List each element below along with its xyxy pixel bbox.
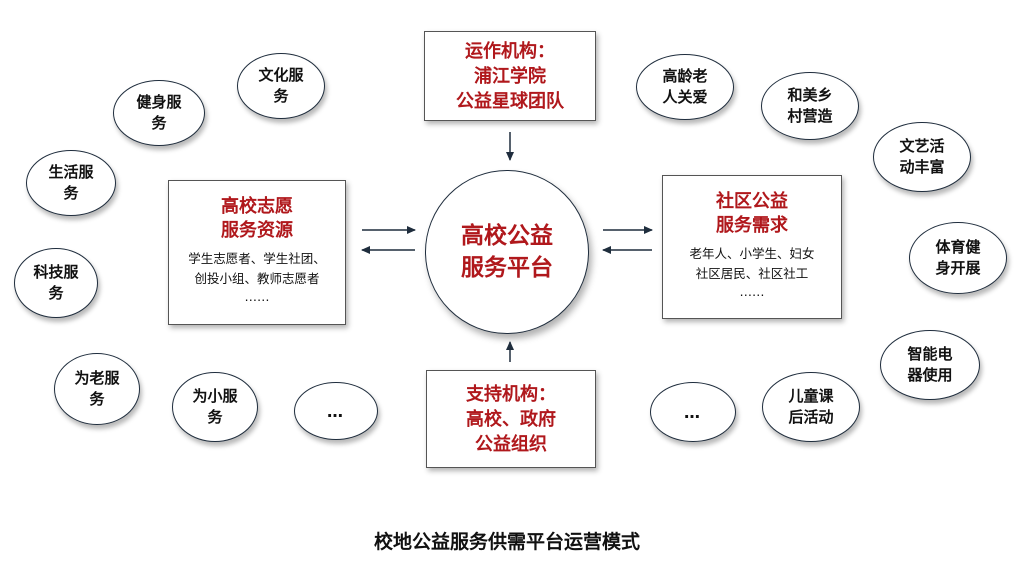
bubble-smart-appliance: 智能电器使用 (880, 330, 980, 400)
bubble-elderly-care: 高龄老人关爱 (636, 54, 734, 120)
university-resources-title: 服务资源 (221, 220, 293, 241)
support-org-box: 支持机构： 高校、政府 公益组织 (426, 370, 596, 468)
bubble-label: 健身服务 (136, 93, 182, 132)
bubble-label: 为小服务 (192, 387, 238, 426)
university-resources-ellipsis: …… (244, 289, 270, 304)
central-platform-title: 高校公益服务平台 (461, 223, 553, 281)
university-resources-title: 高校志愿 (221, 196, 293, 217)
bubble-label: 高龄老人关爱 (662, 67, 708, 106)
bubble-children-service: 为小服务 (172, 372, 258, 442)
community-needs-title: 社区公益 (716, 191, 788, 212)
diagram-caption: 校地公益服务供需平台运营模式 (373, 531, 640, 553)
bubble-label: 文化服务 (258, 66, 304, 105)
operating-org-name: 浦江学院 (474, 66, 546, 87)
bubble-life-service: 生活服务 (26, 150, 116, 216)
support-org-line: 高校、政府 (466, 409, 556, 430)
community-needs-ellipsis: …… (739, 284, 765, 299)
bubble-label: … (327, 401, 345, 421)
bubble-label: 和美乡村营造 (787, 86, 833, 125)
bubble-elderly-service: 为老服务 (54, 353, 140, 425)
bubble-tech-service: 科技服务 (14, 248, 98, 318)
bubble-label: 智能电器使用 (907, 345, 953, 384)
community-needs-title: 服务需求 (716, 215, 788, 236)
bubble-label: 体育健身开展 (935, 238, 981, 277)
community-needs-item: 社区居民、社区社工 (695, 266, 809, 281)
university-resources-item: 学生志愿者、学生社团、 (188, 251, 326, 266)
bubble-right-more: … (650, 382, 736, 442)
bubble-label: … (684, 402, 702, 422)
bubble-label: 为老服务 (74, 369, 120, 408)
operating-org-title: 运作机构： (465, 41, 555, 62)
bubble-label: 科技服务 (33, 263, 79, 302)
bubble-left-more: … (294, 382, 378, 440)
bubble-sports-fitness: 体育健身开展 (909, 222, 1007, 294)
bubble-label: 文艺活动丰富 (899, 137, 945, 176)
community-needs-item: 老年人、小学生、妇女 (689, 246, 815, 261)
central-platform-circle: 高校公益服务平台 (425, 170, 589, 334)
university-resources-item: 创投小组、教师志愿者 (194, 271, 320, 286)
support-org-title: 支持机构： (466, 384, 556, 405)
operating-org-team: 公益星球团队 (456, 91, 564, 112)
bubble-culture-service: 文化服务 (237, 53, 325, 119)
bubble-label: 生活服务 (48, 163, 94, 202)
bubble-after-school: 儿童课后活动 (762, 372, 860, 442)
university-resources-box: 高校志愿 服务资源 学生志愿者、学生社团、 创投小组、教师志愿者 …… (168, 180, 346, 325)
community-needs-box: 社区公益 服务需求 老年人、小学生、妇女 社区居民、社区社工 …… (662, 175, 842, 319)
bubble-fitness-service: 健身服务 (113, 80, 205, 146)
operating-org-box: 运作机构： 浦江学院 公益星球团队 (424, 31, 596, 121)
support-org-line: 公益组织 (475, 434, 547, 455)
bubble-label: 儿童课后活动 (788, 387, 834, 426)
bubble-village-building: 和美乡村营造 (761, 72, 859, 140)
bubble-arts-activities: 文艺活动丰富 (873, 122, 971, 192)
